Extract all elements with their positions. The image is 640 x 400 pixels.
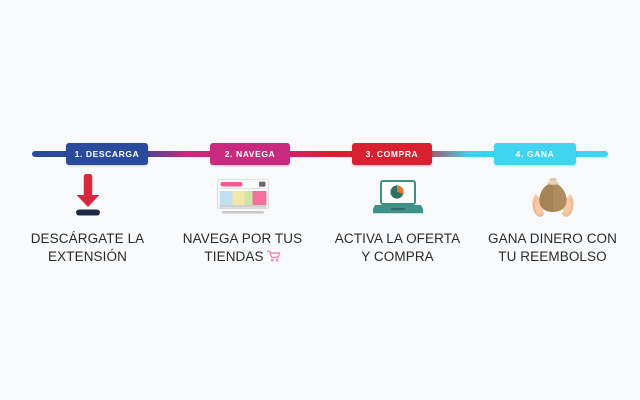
- step-4-caption-line2: TU REEMBOLSO: [498, 249, 607, 265]
- step-badge-3-compra[interactable]: 3. COMPRA: [352, 143, 432, 165]
- browser-window-icon: [216, 178, 269, 214]
- step-2-caption: NAVEGA POR TUS TIENDAS: [177, 230, 308, 266]
- step-2-navega-por-tus-tiendas: NAVEGA POR TUS TIENDAS: [165, 172, 320, 266]
- step-3-caption: ACTIVA LA OFERTA Y COMPRA: [329, 230, 466, 266]
- step-1-caption: DESCÁRGATE LA EXTENSIÓN: [25, 230, 151, 266]
- step-2-icon-slot: [213, 172, 273, 222]
- progress-rail-line: [32, 151, 608, 157]
- shopping-cart-icon: [266, 250, 280, 262]
- step-2-caption-line1: NAVEGA POR TUS: [182, 231, 303, 246]
- step-3-activa-la-oferta-y-compra: ACTIVA LA OFERTA Y COMPRA: [320, 172, 475, 266]
- step-4-icon-slot: [523, 172, 583, 222]
- step-2-caption-line2: TIENDAS: [204, 249, 264, 265]
- step-3-caption-line2: Y COMPRA: [361, 249, 434, 265]
- progress-rail: 1. DESCARGA 2. NAVEGA 3. COMPRA 4. GANA: [32, 140, 608, 168]
- step-badge-2-navega[interactable]: 2. NAVEGA: [210, 143, 290, 165]
- step-3-icon-slot: [368, 172, 428, 222]
- step-1-descargate-la-extension: DESCÁRGATE LA EXTENSIÓN: [10, 172, 165, 266]
- step-badge-3-label: 3. COMPRA: [365, 149, 419, 159]
- step-4-gana-dinero-con-tu-reembolso: GANA DINERO CON TU REEMBOLSO: [475, 172, 630, 266]
- step-badge-4-gana[interactable]: 4. GANA: [494, 143, 576, 165]
- step-badge-2-label: 2. NAVEGA: [224, 149, 276, 159]
- money-bag-in-hands-icon: [531, 178, 574, 217]
- step-1-caption-line1: DESCÁRGATE LA: [30, 231, 145, 246]
- step-badge-1-label: 1. DESCARGA: [74, 149, 140, 159]
- step-badge-1-descarga[interactable]: 1. DESCARGA: [66, 143, 148, 165]
- step-1-caption-line2: EXTENSIÓN: [48, 249, 127, 265]
- step-3-caption-line1: ACTIVA LA OFERTA: [334, 231, 461, 246]
- laptop-offer-icon: [372, 180, 423, 214]
- step-4-caption: GANA DINERO CON TU REEMBOLSO: [482, 230, 623, 266]
- step-4-caption-line1: GANA DINERO CON: [487, 231, 618, 246]
- steps-row: DESCÁRGATE LA EXTENSIÓN: [10, 172, 630, 266]
- step-1-icon-slot: [58, 172, 118, 222]
- step-badge-4-label: 4. GANA: [515, 149, 555, 159]
- download-arrow-icon: [75, 174, 100, 216]
